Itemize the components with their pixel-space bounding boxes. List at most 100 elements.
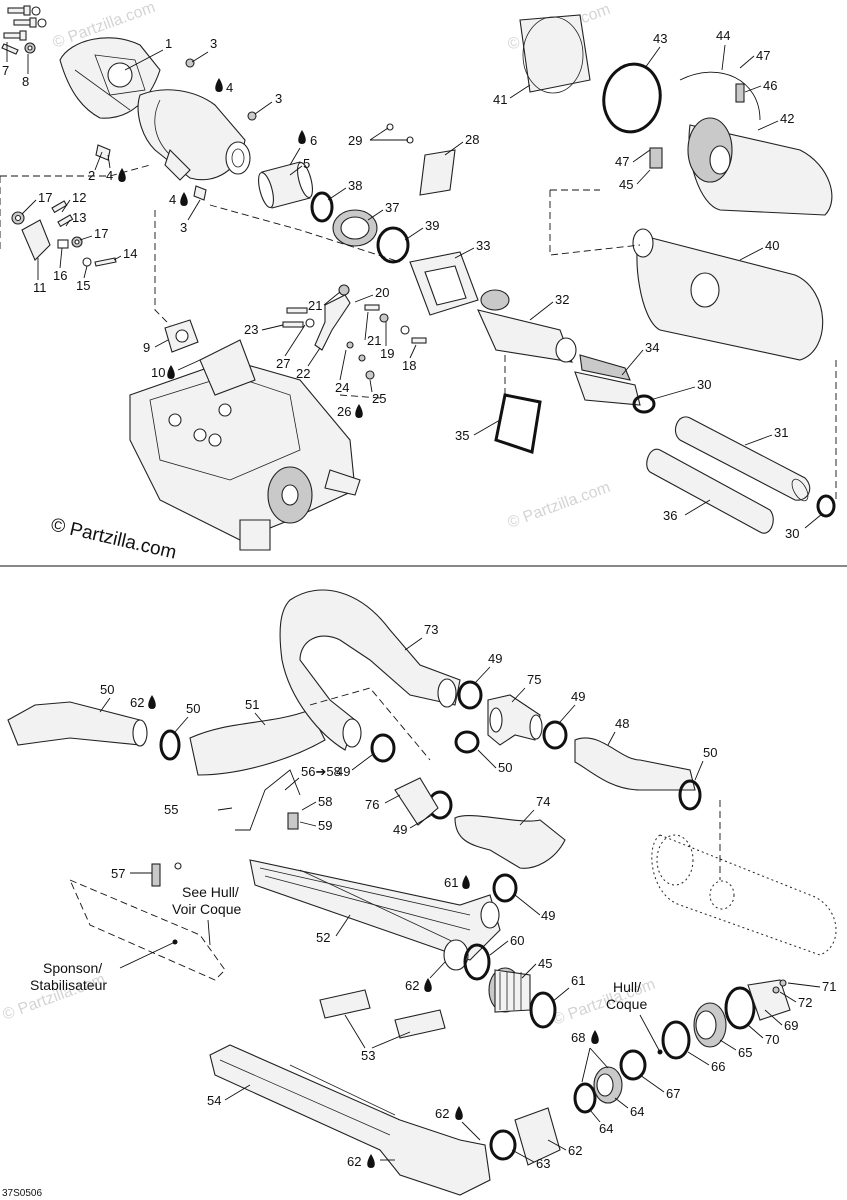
callout-label: 53 [361,1048,375,1063]
callout-label: 4 [106,168,113,183]
strap-part-44 [679,71,761,121]
bracket-part-58 [151,863,161,887]
note-sponson: Sponson/ Stabilisateur [30,939,178,993]
callout-label: 30 [697,377,711,392]
callout-label: 17 [94,226,108,241]
screw-part-3 [247,111,257,121]
callout-label: 60 [510,933,524,948]
callout-label: 33 [476,238,490,253]
bracket-part-2 [95,144,111,161]
clamp-part-64 [489,1129,517,1161]
note-line: Hull/ [613,979,641,995]
callout-label: 54 [207,1093,221,1108]
callout-label: 68 [571,1030,585,1045]
screw-part-3 [193,185,207,201]
callout-label: 45 [619,177,633,192]
callout-label: 26 [337,404,351,419]
pad-part-54 [394,1009,446,1039]
callout-label: 59 [318,818,332,833]
clamp-part-39 [376,226,410,264]
callout-label: 47 [615,154,629,169]
callout-label: 13 [72,210,86,225]
callout-label: 9 [143,340,150,355]
callout-label: 62 [435,1106,449,1121]
screw-part-72 [779,979,787,987]
guide-line [209,204,401,263]
callout-label: 32 [555,292,569,307]
callout-label: 56➔58 [301,764,341,779]
callout-label: 75 [527,672,541,687]
callout-label: 38 [348,178,362,193]
callout-label: 35 [455,428,469,443]
sleeve-part-63 [514,1107,561,1166]
guide-line [309,687,431,761]
clamp-part-30 [632,394,656,414]
callout-label: 14 [123,246,137,261]
screw-part-3 [185,58,195,68]
pipe-bundle-part-53 [249,859,501,971]
clamp-part-61 [529,991,557,1029]
pipe-part-48 [574,737,696,791]
callout-label: 61 [571,973,585,988]
callout-label: 23 [244,322,258,337]
callout-label: 50 [186,701,200,716]
clamp-part-50 [159,729,181,761]
clamp-part-30 [816,494,836,518]
hose-part-52 [189,709,326,776]
copyright-label: © Partzilla.com [49,514,178,563]
clamp-part-61 [463,943,491,981]
callout-label: 10 [151,365,165,380]
callouts: 1 2 3 3 3 4 4 4 5 6 7 8 9 10 11 12 13 [2,28,836,1171]
callout-label: 27 [276,356,290,371]
callout-label: 62 [347,1154,361,1169]
clamp-part-49 [370,733,396,763]
callout-label: 24 [335,380,349,395]
coupler-part-33 [409,251,479,316]
callout-label: 39 [425,218,439,233]
callout-label: 49 [336,764,350,779]
guide-line [549,190,641,256]
callout-label: 5 [303,156,310,171]
screw-part-58 [174,862,182,870]
engine-assembly [129,339,361,551]
silencer-part-60 [488,967,531,1013]
callout-label: 28 [465,132,479,147]
note-line: Coque [606,996,647,1012]
callout-label: 41 [493,92,507,107]
callout-label: 4 [226,80,233,95]
callout-label: 49 [571,689,585,704]
guide-line [339,394,381,399]
note-line: Sponson/ [43,960,102,976]
callout-label: 76 [365,797,379,812]
pipe-part-55 [209,1044,491,1196]
sleeve-part-36 [646,448,774,534]
callout-label: 21 [308,298,322,313]
clamp-part-50 [454,730,480,754]
callout-label: 49 [488,651,502,666]
muffler-part-40 [632,228,824,361]
callout-label: 52 [316,930,330,945]
callout-label: 70 [765,1032,779,1047]
band-part-41 [519,14,591,94]
callout-label: 62 [130,695,144,710]
callout-label: 30 [785,526,799,541]
pad-part-54 [319,989,371,1019]
callout-label: 3 [275,91,282,106]
guide-line [0,164,151,177]
callout-label: 34 [645,340,659,355]
callout-label: 74 [536,794,550,809]
guide-line [154,210,171,326]
callout-label: 48 [615,716,629,731]
clamp-part-64 [573,1082,597,1114]
heat-shield-part-28 [419,149,456,196]
coupler-part-37 [332,209,378,247]
bracket-part-45 [649,147,663,169]
note-line: Voir Coque [172,901,241,917]
callout-label: 63 [536,1156,550,1171]
gasket-part-9 [164,319,199,353]
callout-label: 42 [780,111,794,126]
callout-label: 47 [756,48,770,63]
callout-label: 17 [38,190,52,205]
note-line: Stabilisateur [30,977,107,993]
